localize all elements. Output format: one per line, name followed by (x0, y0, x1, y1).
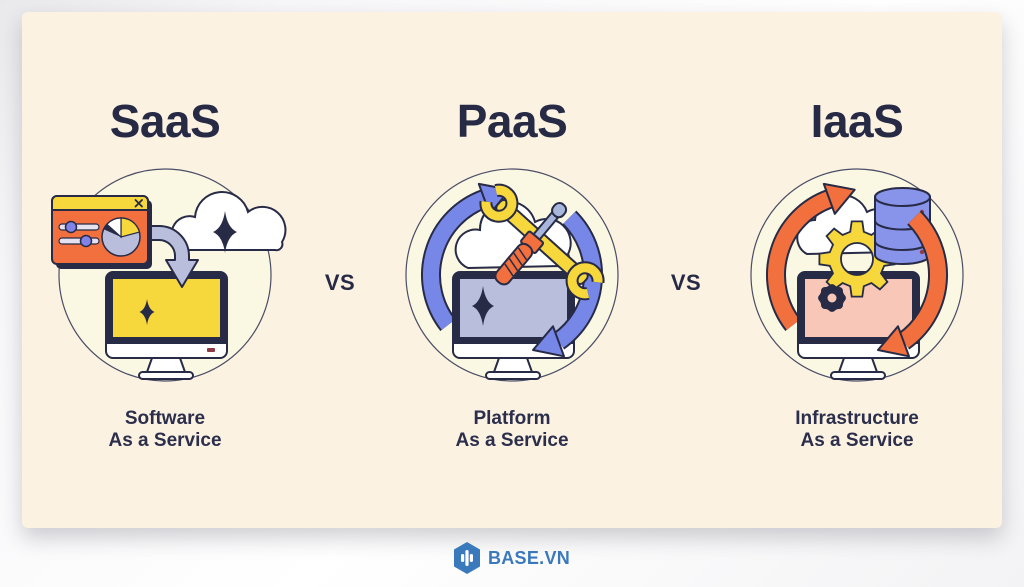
saas-illustration (51, 168, 287, 382)
curved-download-arrow-icon (140, 225, 199, 288)
saas-title: SaaS (109, 95, 221, 147)
iaas-title: IaaS (810, 95, 904, 147)
four-point-star-icon (139, 299, 155, 325)
iaas-illustration (750, 168, 964, 382)
monitor-screen (113, 279, 220, 337)
base-hexagon-logo-icon (453, 542, 480, 574)
brand-name: BASE.VN (487, 547, 571, 568)
iaas-subtitle: Infrastructure As a Service (795, 408, 919, 451)
close-icon (134, 199, 143, 208)
saas-subtitle: Software As a Service (108, 408, 222, 451)
paas-subtitle: Platform As a Service (455, 408, 569, 451)
footer-brand: BASE.VN (0, 538, 1024, 578)
app-window-icon (51, 195, 152, 269)
infographic-card: SaaS (22, 12, 1002, 528)
saas-column: SaaS (35, 12, 295, 528)
paas-illustration (405, 168, 619, 382)
cycle-arrows-icon (532, 210, 603, 358)
pie-chart-icon (101, 217, 141, 257)
slider-icon (58, 220, 100, 248)
cloud-icon (170, 191, 287, 253)
monitor-icon (105, 271, 228, 380)
separator-vs-2: VS (670, 270, 702, 295)
cycle-arrows-icon (877, 210, 948, 358)
screwdriver-icon (494, 202, 568, 286)
gear-icon (818, 284, 846, 312)
four-point-star-icon (472, 286, 494, 326)
power-led (207, 348, 215, 352)
iaas-column: IaaS (727, 12, 987, 528)
separator-vs-1: VS (324, 270, 356, 295)
four-point-star-icon (213, 211, 237, 253)
paas-column: PaaS (382, 12, 642, 528)
cycle-arrows-icon (766, 182, 856, 332)
paas-title: PaaS (456, 95, 568, 147)
